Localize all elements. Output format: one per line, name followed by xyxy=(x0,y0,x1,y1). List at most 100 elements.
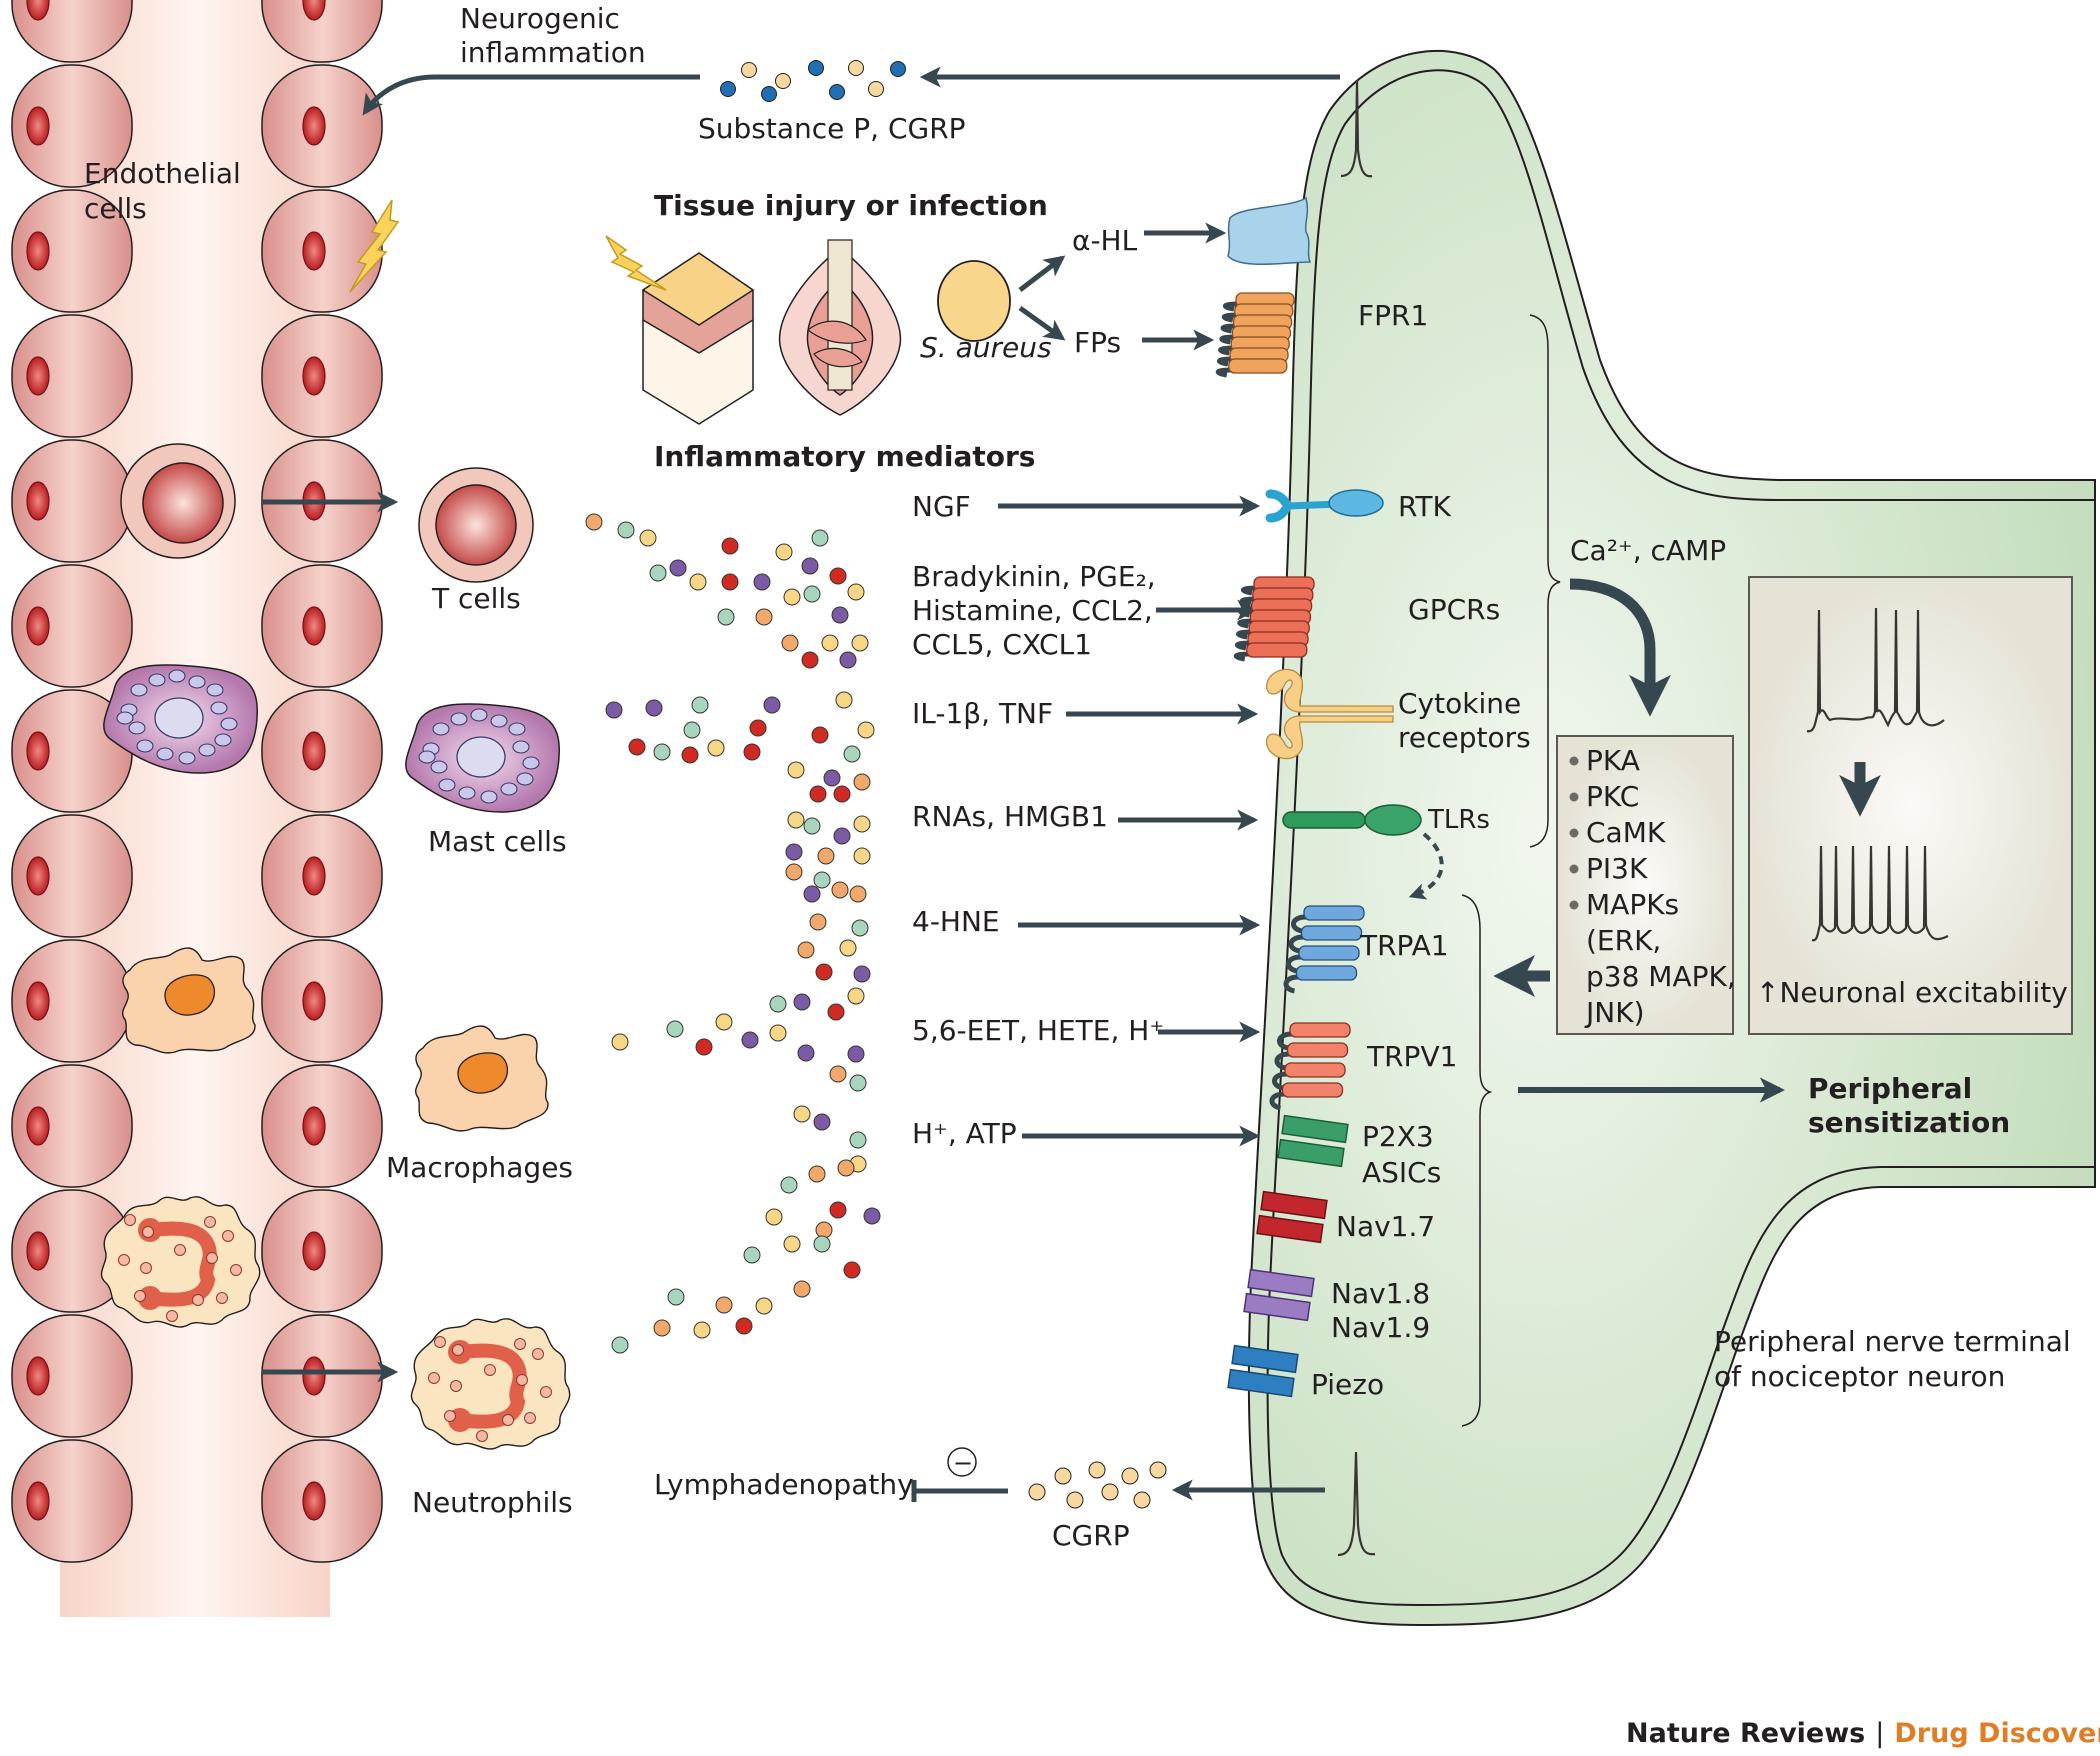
second-messengers-label: Ca²⁺, cAMP xyxy=(1570,534,1726,567)
substance-p-dot xyxy=(829,84,845,100)
receptor-tlrs: TLRs xyxy=(1427,805,1490,835)
cgrp-dot xyxy=(775,73,791,89)
endothelial-cell xyxy=(11,564,133,688)
cgrp-dot xyxy=(1054,1467,1072,1485)
mediator-molecule xyxy=(585,513,603,531)
granule xyxy=(210,701,228,715)
endothelial-cell xyxy=(11,189,133,313)
endothelial-nucleus xyxy=(26,731,50,771)
mediator-molecule xyxy=(695,1038,713,1056)
granule xyxy=(450,712,468,726)
sensitization-label-line1: Peripheral xyxy=(1808,1072,1972,1105)
granule xyxy=(166,1310,178,1322)
mediator-molecule xyxy=(831,606,849,624)
granule xyxy=(470,708,488,722)
mediator-molecule xyxy=(755,1297,773,1315)
granule xyxy=(434,1336,446,1348)
endothelial-nucleus xyxy=(302,1231,326,1271)
cgrp-dot xyxy=(868,81,884,97)
mediator-molecule xyxy=(755,608,773,626)
mediator-molecule xyxy=(653,743,671,761)
mast-cell-granules xyxy=(418,708,540,804)
helix-loop xyxy=(1277,1031,1293,1051)
endothelial-nucleus xyxy=(302,0,326,21)
endothelial-nucleus xyxy=(26,606,50,646)
mediator-molecule xyxy=(639,529,657,547)
mediator-molecule xyxy=(803,585,821,603)
rtk-receptor-icon xyxy=(1265,489,1384,523)
mediator-molecule xyxy=(839,939,857,957)
granule xyxy=(432,722,450,736)
s-aureus-to-alpha-hl-arrow xyxy=(1018,255,1066,292)
granule xyxy=(124,1214,136,1226)
granule xyxy=(118,1254,130,1266)
endothelial-cell xyxy=(11,814,133,938)
mediator-molecule xyxy=(653,1319,671,1337)
cgrp-dot xyxy=(848,60,864,76)
channel-nav17: Nav1.7 xyxy=(1336,1210,1435,1243)
endothelial-nucleus xyxy=(302,856,326,896)
helix-loop xyxy=(1288,934,1304,954)
neutrophils-label: Neutrophils xyxy=(412,1486,573,1519)
mast-cells-label: Mast cells xyxy=(428,825,567,858)
s-aureus-label: S. aureus xyxy=(920,331,1052,364)
mediator-molecule xyxy=(813,1235,831,1253)
mediator-molecule xyxy=(843,1261,861,1279)
mediator-molecule xyxy=(823,769,841,787)
helix-loop xyxy=(1239,596,1255,607)
granule xyxy=(502,1414,514,1426)
lymphadenopathy-label: Lymphadenopathy xyxy=(654,1468,914,1501)
mediator-molecule xyxy=(775,543,793,561)
neurogenic-label-line1: Neurogenic xyxy=(460,2,620,35)
mediator-molecule xyxy=(827,1003,845,1021)
mediator-molecule xyxy=(785,863,803,881)
ligand-trpv1: 5,6-EET, HETE, H⁺ xyxy=(912,1014,1164,1047)
granule xyxy=(130,683,148,697)
mediator-molecule xyxy=(735,1317,753,1335)
mediator-molecule xyxy=(851,634,869,652)
mediator-molecule xyxy=(693,1321,711,1339)
mediator-molecule xyxy=(803,817,821,835)
receptor-cytokine-line2: receptors xyxy=(1398,721,1531,754)
endothelial-nucleus xyxy=(26,1231,50,1271)
cgrp-label: CGRP xyxy=(1052,1519,1130,1552)
tissue-injury-heading: Tissue injury or infection xyxy=(654,189,1048,222)
mediator-molecule xyxy=(809,913,827,931)
mediator-molecule xyxy=(628,738,646,756)
mediator-molecule xyxy=(831,881,849,899)
mediator-molecule xyxy=(835,691,853,709)
macrophage-in-vessel-icon xyxy=(122,947,256,1054)
helix-loop xyxy=(1241,585,1257,596)
neurogenic-arrow xyxy=(362,74,700,116)
granule xyxy=(204,1216,216,1228)
helix xyxy=(1228,358,1288,374)
granule xyxy=(452,1344,464,1356)
kinase-item: CaMK xyxy=(1586,816,1666,849)
substance-p-dot xyxy=(808,60,824,76)
channel-nav18: Nav1.8 xyxy=(1331,1277,1430,1310)
mediator-molecule xyxy=(849,1074,867,1092)
helix-loop xyxy=(1291,914,1307,934)
blood-vessel xyxy=(11,0,383,1617)
mediator-molecule xyxy=(783,588,801,606)
granule xyxy=(444,1410,456,1422)
granule xyxy=(220,717,238,731)
kinase-box xyxy=(1556,735,1734,1035)
granule xyxy=(418,750,436,764)
endothelial-nucleus xyxy=(302,1106,326,1146)
mediator-molecule xyxy=(853,815,871,833)
granule xyxy=(450,1380,462,1392)
endothelial-nucleus xyxy=(302,731,326,771)
helix xyxy=(1246,642,1308,658)
granule xyxy=(490,714,508,728)
alpha-hl-label: α-HL xyxy=(1072,224,1138,257)
endothelial-cells-left xyxy=(11,0,133,1563)
t-cell-in-vessel-icon xyxy=(120,443,236,559)
helix xyxy=(1300,925,1363,941)
fpr1-label: FPR1 xyxy=(1358,299,1428,332)
kinase-bullet xyxy=(1569,900,1579,910)
helix xyxy=(1286,1042,1349,1058)
receptor-asics: ASICs xyxy=(1362,1156,1441,1189)
endothelial-nucleus xyxy=(26,231,50,271)
